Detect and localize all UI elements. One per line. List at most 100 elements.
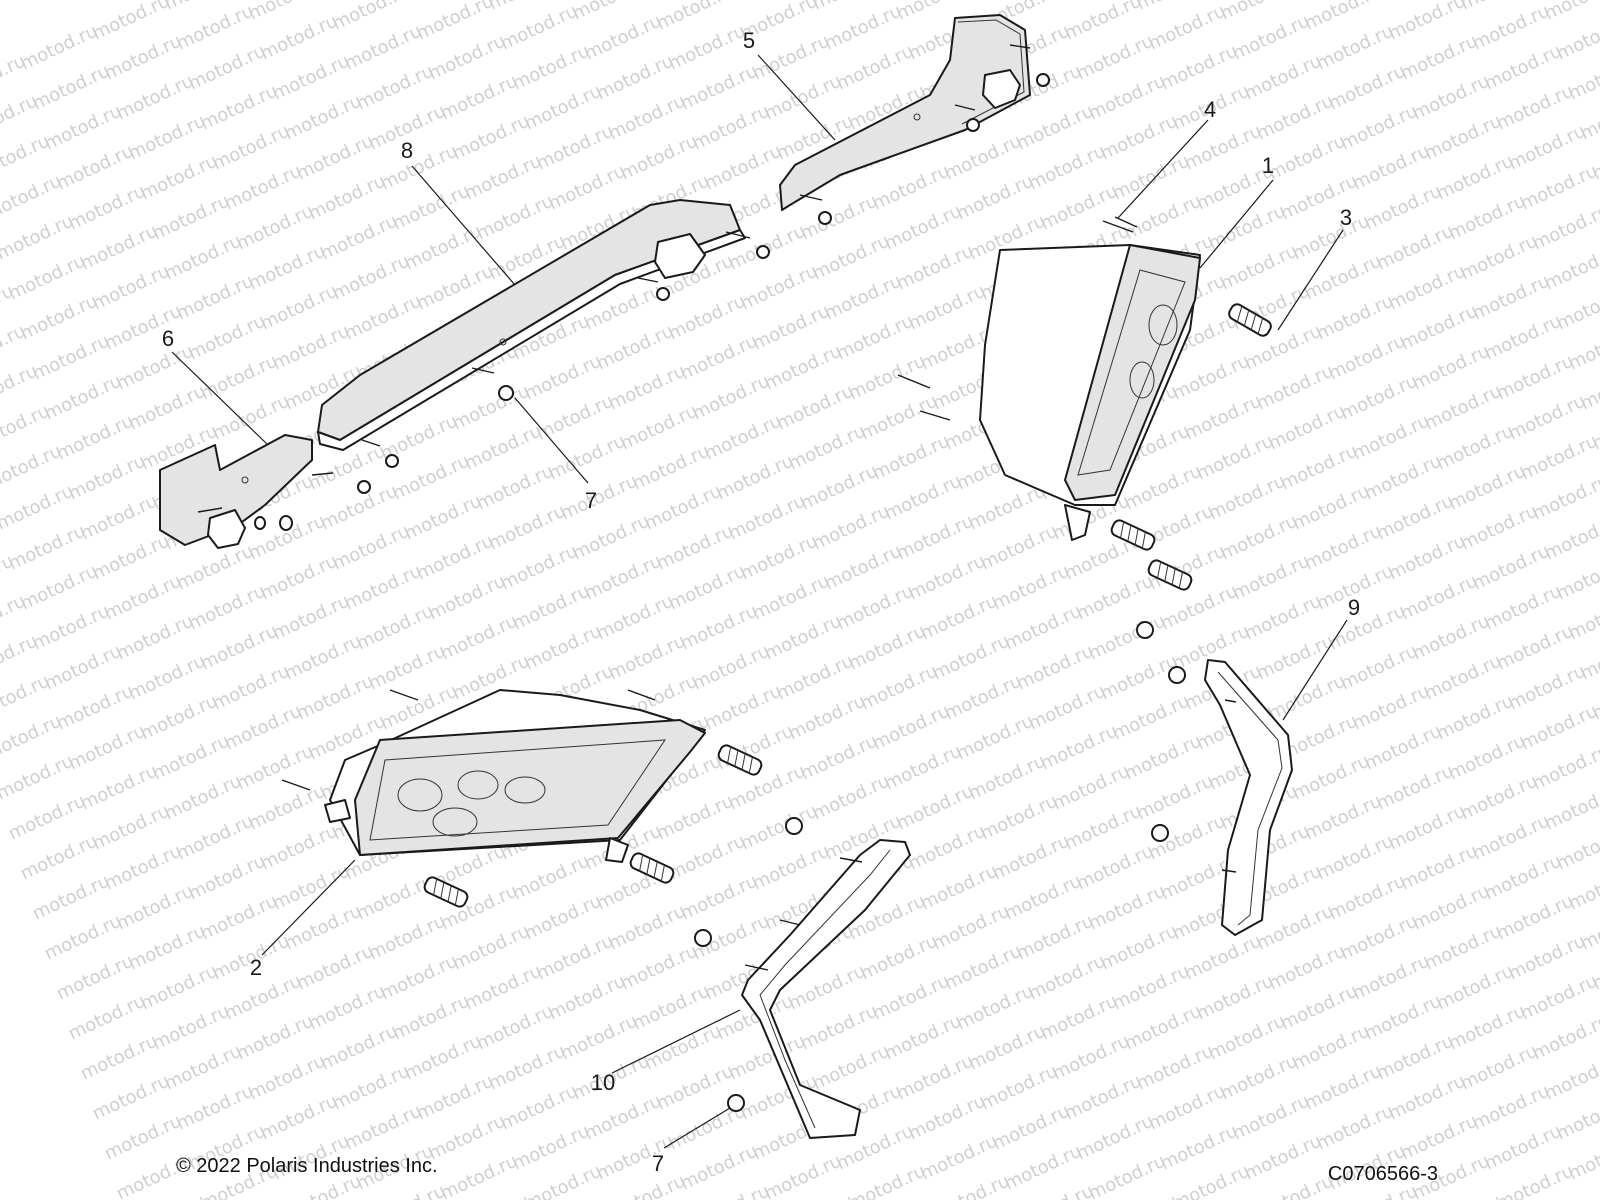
watermark-text: motod.ru <box>1037 991 1121 1045</box>
part-5-bracket <box>779 14 1050 225</box>
watermark-text: motod.ru <box>1421 651 1505 705</box>
watermark-text: motod.ru <box>1013 911 1097 965</box>
watermark-text: motod.ru <box>1217 1051 1301 1105</box>
part-2-springs <box>423 744 803 1112</box>
watermark-text: motod.ru <box>821 541 905 595</box>
watermark-text: motod.ru <box>1337 641 1421 695</box>
watermark-text: motod.ru <box>581 11 665 65</box>
watermark-text: motod.ru <box>869 971 953 1025</box>
watermark-text: motod.ru <box>1205 1011 1289 1065</box>
watermark-text: motod.ru <box>1277 441 1361 495</box>
watermark-text: motod.ru <box>1361 181 1445 235</box>
watermark-text: motod.ru <box>689 101 773 155</box>
watermark-text: motod.ru <box>1505 661 1589 715</box>
watermark-text: motod.ru <box>701 411 785 465</box>
watermark-text: motod.ru <box>1445 731 1529 785</box>
watermark-text: motod.ru <box>1121 1001 1205 1055</box>
watermark-text: motod.ru <box>113 71 197 125</box>
watermark-text: motod.ru <box>293 131 377 185</box>
leader-lines <box>171 54 1348 1149</box>
watermark-text: motod.ru <box>1481 311 1565 365</box>
watermark-text: motod.ru <box>677 331 761 385</box>
watermark-text: motod.ru <box>629 441 713 495</box>
watermark-text: motod.ru <box>497 541 581 595</box>
watermark-text: motod.ru <box>689 641 773 695</box>
watermark-text: motod.ru <box>509 1121 593 1175</box>
watermark-text: motod.ru <box>1157 581 1241 635</box>
watermark-text: motod.ru <box>941 671 1025 725</box>
watermark-text: motod.ru <box>257 281 341 335</box>
callout-10: 10 <box>591 1070 615 1095</box>
watermark-text: motod.ru <box>1385 801 1469 855</box>
watermark-text: motod.ru <box>1229 1091 1313 1145</box>
watermark-text: motod.ru <box>233 741 317 795</box>
leader-10 <box>611 1009 741 1074</box>
watermark-text: motod.ru <box>677 1141 761 1195</box>
watermark-text: motod.ru <box>389 451 473 505</box>
watermark-text: motod.ru <box>1445 191 1529 245</box>
watermark-text: motod.ru <box>809 771 893 825</box>
watermark-text: motod.ru <box>917 1131 1001 1185</box>
spring-1-b <box>1147 559 1193 591</box>
watermark-text: motod.ru <box>857 661 941 715</box>
watermark-text: motod.ru <box>1397 301 1481 355</box>
watermark-text: motod.ru <box>1181 121 1265 175</box>
watermark-text: motod.ru <box>173 541 257 595</box>
watermark-text: motod.ru <box>1433 961 1517 1015</box>
watermark-text: motod.ru <box>1397 571 1481 625</box>
watermark-text: motod.ru <box>1085 611 1169 665</box>
watermark-text: motod.ru <box>449 381 533 435</box>
watermark-text: motod.ru <box>1217 241 1301 295</box>
watermark-text: motod.ru <box>1061 1071 1145 1125</box>
watermark-text: motod.ru <box>257 551 341 605</box>
watermark-text: motod.ru <box>1001 601 1085 655</box>
watermark-text: motod.ru <box>881 471 965 525</box>
watermark-text: motod.ru <box>701 681 785 735</box>
watermark-text: motod.ru <box>161 1041 245 1095</box>
watermark-text: motod.ru <box>197 621 281 675</box>
watermark-text: motod.ru <box>197 351 281 405</box>
watermark-text: motod.ru <box>281 901 365 955</box>
watermark-text: motod.ru <box>29 601 113 655</box>
watermark-text: motod.ru <box>893 241 977 295</box>
watermark-text: motod.ru <box>1373 491 1457 545</box>
watermark-text: motod.ru <box>797 731 881 785</box>
watermark-text: motod.ru <box>41 101 125 155</box>
watermark-text: motod.ru <box>821 1 905 55</box>
watermark-text: motod.ru <box>1253 631 1337 685</box>
watermark-text: motod.ru <box>1409 71 1493 125</box>
watermark-text: motod.ru <box>653 1061 737 1115</box>
callout-7a: 7 <box>585 488 597 513</box>
watermark-text: motod.ru <box>1313 831 1397 885</box>
watermark-text: motod.ru <box>593 591 677 645</box>
watermark-text: motod.ru <box>1217 511 1301 565</box>
watermark-text: motod.ru <box>1049 761 1133 815</box>
watermark-text: motod.ru <box>17 21 101 75</box>
watermark-text: motod.ru <box>1289 481 1373 535</box>
watermark-text: motod.ru <box>617 401 701 455</box>
watermark-text: motod.ru <box>89 801 173 855</box>
watermark-text: motod.ru <box>1073 571 1157 625</box>
part-3-springs <box>1110 303 1272 842</box>
watermark-text: motod.ru <box>797 461 881 515</box>
watermark-text: motod.ru <box>1253 901 1337 955</box>
part-1-headlight <box>897 216 1201 541</box>
watermark-text: motod.ru <box>1445 1001 1529 1055</box>
watermark-text: motod.ru <box>1325 871 1409 925</box>
watermark-text: motod.ru <box>269 51 353 105</box>
watermark-text: motod.ru <box>485 1041 569 1095</box>
watermark-text: motod.ru <box>1385 261 1469 315</box>
watermark-text: motod.ru <box>473 461 557 515</box>
watermark-text: motod.ru <box>245 781 329 835</box>
watermark-text: motod.ru <box>497 1081 581 1135</box>
watermark-text: motod.ru <box>1529 471 1600 525</box>
watermark-text: motod.ru <box>857 931 941 985</box>
watermark-text: motod.ru <box>329 251 413 305</box>
watermark-text: motod.ru <box>1265 131 1349 185</box>
watermark-text: motod.ru <box>1193 971 1277 1025</box>
watermark-text: motod.ru <box>1013 101 1097 155</box>
watermark-text: motod.ru <box>497 1 581 55</box>
watermark-text: motod.ru <box>77 1031 161 1085</box>
watermark-text: motod.ru <box>905 1091 989 1145</box>
watermark-text: motod.ru <box>1517 971 1600 1025</box>
